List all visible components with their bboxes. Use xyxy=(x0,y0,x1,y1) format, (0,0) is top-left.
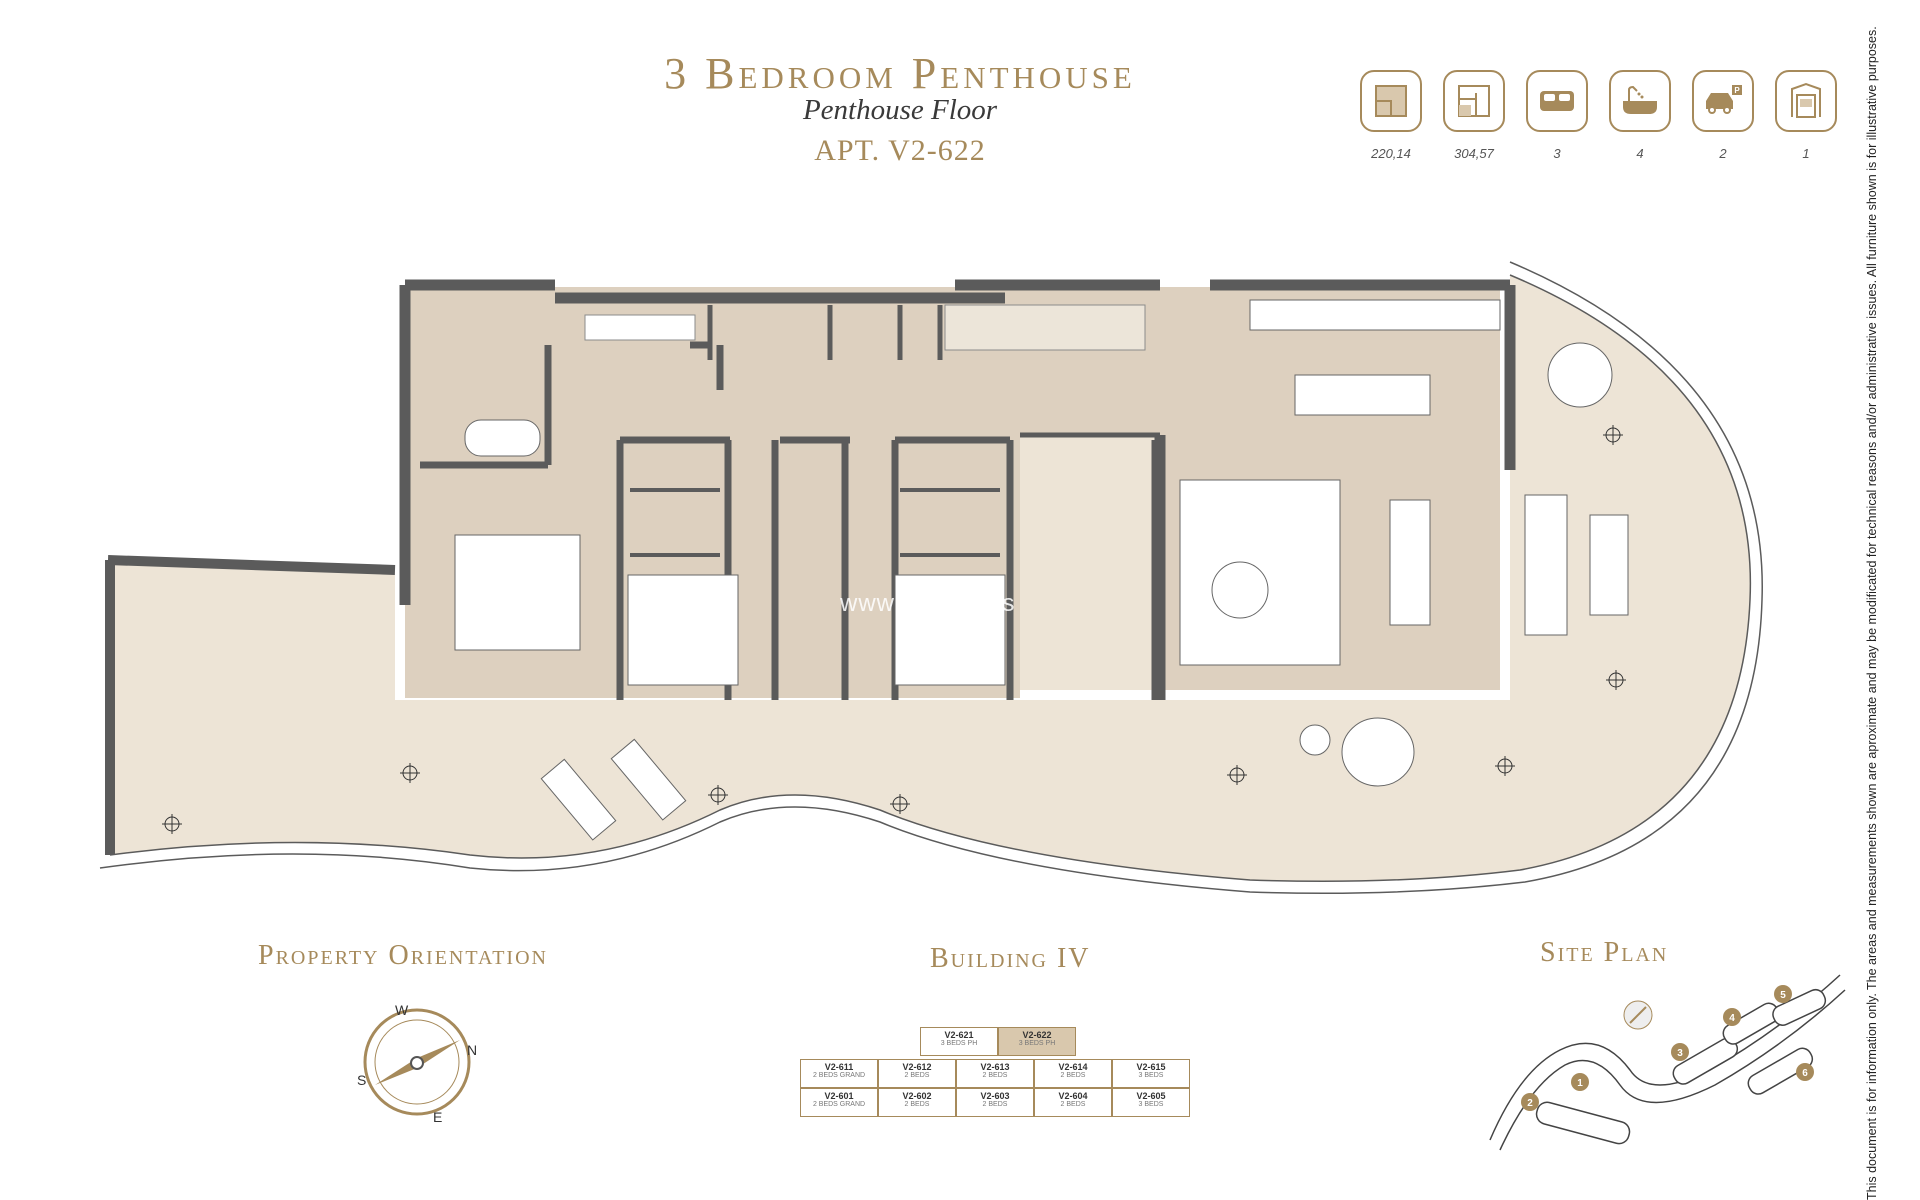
compass-s: S xyxy=(357,1072,366,1088)
compass-w: W xyxy=(395,1002,409,1018)
light-points xyxy=(162,425,1626,834)
spec-total-area: 304,57 xyxy=(1443,70,1505,161)
spec-value: 4 xyxy=(1636,146,1644,161)
kitchen-island xyxy=(1294,374,1431,416)
bed-2 xyxy=(627,574,739,686)
bathtub-icon xyxy=(1623,85,1657,114)
watermark: www.habitat.es xyxy=(840,590,1016,617)
compass-e: E xyxy=(433,1109,442,1125)
built-area-icon xyxy=(1375,85,1407,117)
spec-built-area: 220,14 xyxy=(1360,70,1422,161)
terrace-sofa xyxy=(1524,494,1568,636)
site-plan-map: 1 2 3 4 5 6 xyxy=(1489,974,1846,1151)
site-plan-heading: Site Plan xyxy=(1540,937,1669,968)
spec-value: 304,57 xyxy=(1454,146,1494,161)
coffee-table xyxy=(1211,561,1269,619)
apartment-id: APT. V2-622 xyxy=(814,134,986,167)
round-lounger xyxy=(1341,717,1415,787)
parking-icon: P xyxy=(1706,85,1742,114)
bathtub xyxy=(464,419,541,457)
site-marker[interactable]: 1 xyxy=(1577,1078,1583,1089)
master-bed xyxy=(454,534,581,651)
terrace-table xyxy=(1547,342,1613,408)
spec-value: 3 xyxy=(1553,146,1561,161)
building-heading: Building IV xyxy=(930,943,1091,974)
compass-icon: N S W E xyxy=(357,1002,477,1125)
disclaimer: This document is for information only. T… xyxy=(1865,26,1879,1200)
spec-parking: P 2 xyxy=(1692,70,1754,161)
spec-bathrooms: 4 xyxy=(1609,70,1671,161)
terrace-table-2 xyxy=(1589,514,1629,616)
kitchen-counter xyxy=(1249,299,1501,331)
spec-value: 2 xyxy=(1719,146,1727,161)
page-title: 3 Bedroom Penthouse xyxy=(664,49,1136,98)
storage-icon xyxy=(1791,82,1821,118)
site-marker[interactable]: 6 xyxy=(1802,1068,1808,1079)
compass-n: N xyxy=(467,1042,477,1058)
site-marker[interactable]: 4 xyxy=(1729,1013,1735,1024)
terrace xyxy=(110,275,1751,882)
site-marker[interactable]: 5 xyxy=(1780,990,1786,1001)
total-area-icon xyxy=(1458,85,1490,117)
floor-subtitle: Penthouse Floor xyxy=(802,94,998,126)
dining-table xyxy=(1389,499,1431,626)
svg-text:P: P xyxy=(1734,86,1740,95)
site-marker[interactable]: 3 xyxy=(1677,1048,1683,1059)
spec-bedrooms: 3 xyxy=(1526,70,1588,161)
spec-value: 220,14 xyxy=(1371,146,1411,161)
site-marker[interactable]: 2 xyxy=(1527,1098,1533,1109)
orientation-heading: Property Orientation xyxy=(258,940,548,971)
bed-icon xyxy=(1540,91,1574,111)
spec-storage: 1 xyxy=(1775,70,1837,161)
stairs xyxy=(584,304,1146,351)
compass-mini-icon xyxy=(1623,1000,1653,1030)
spec-value: 1 xyxy=(1802,146,1810,161)
bed-3 xyxy=(894,574,1006,686)
